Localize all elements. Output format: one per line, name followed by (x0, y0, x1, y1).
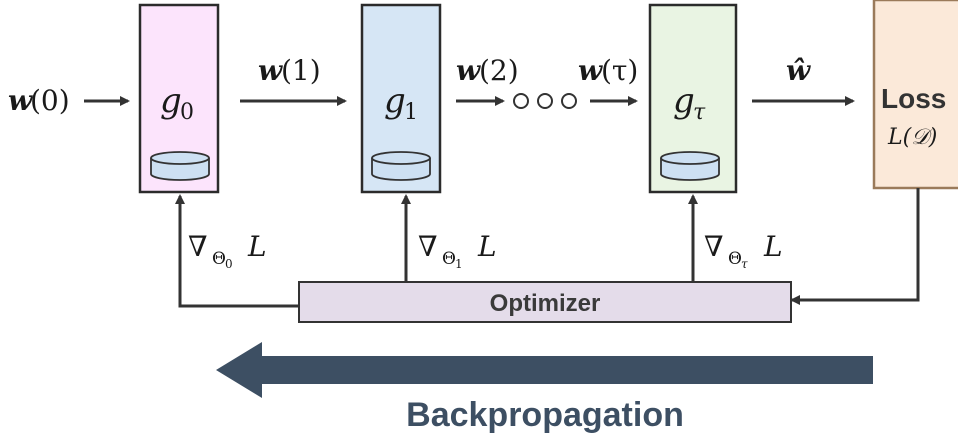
block-gtau-sub: τ (693, 100, 706, 125)
database-icon (150, 151, 210, 181)
svg-text:w: w (456, 54, 481, 87)
svg-text:0: 0 (225, 257, 233, 271)
svg-text:∇: ∇ (704, 230, 724, 263)
database-icon (660, 151, 720, 181)
svg-text:w: w (578, 54, 603, 87)
output-label: ŵ (786, 54, 811, 87)
optimizer-box (298, 281, 792, 323)
loss-to-optimizer-arrow (790, 188, 920, 305)
block-g0-name: g (160, 81, 182, 121)
optimizer-block: Optimizer (298, 281, 792, 323)
svg-text:τ: τ (741, 257, 748, 271)
svg-text:(τ): (τ) (601, 54, 638, 87)
svg-text:L: L (763, 230, 783, 263)
loss-block: Loss L(𝒟) (872, 0, 958, 190)
svg-text:Θ: Θ (728, 249, 742, 269)
input-label: w (0) (8, 84, 70, 117)
database-icon (371, 151, 431, 181)
gradient-label-1: ∇ Θ 1 L (418, 230, 497, 271)
ellipsis-icon (513, 93, 577, 109)
svg-text:(1): (1) (281, 54, 321, 87)
svg-text:(0): (0) (30, 84, 70, 117)
block-g0: g 0 (138, 3, 220, 194)
backprop-label: Backpropagation (406, 396, 684, 434)
svg-text:Θ: Θ (212, 249, 226, 269)
svg-text:Θ: Θ (442, 249, 456, 269)
block-g0-sub: 0 (180, 100, 194, 125)
block-g1: g 1 (360, 3, 442, 194)
edge-label-w2: w (2) (456, 54, 519, 87)
svg-text:L: L (247, 230, 267, 263)
backprop-arrow-icon (216, 342, 873, 398)
loss-title: Loss (881, 83, 946, 114)
loss-formula: L(𝒟) (887, 125, 937, 150)
block-gtau-name: g (673, 81, 695, 121)
optimizer-label: Optimizer (490, 290, 601, 317)
svg-text:∇: ∇ (418, 230, 438, 263)
svg-text:(2): (2) (479, 54, 519, 87)
block-g1-sub: 1 (404, 100, 418, 125)
svg-text:L: L (477, 230, 497, 263)
edge-label-wtau: w (τ) (578, 54, 638, 87)
svg-text:w: w (8, 84, 33, 117)
gradient-label-0: ∇ Θ 0 L (188, 230, 267, 271)
svg-text:w: w (258, 54, 283, 87)
optimizer-to-g0-arrow (175, 194, 299, 308)
svg-text:1: 1 (455, 257, 463, 271)
svg-text:∇: ∇ (188, 230, 208, 263)
edge-label-w1: w (1) (258, 54, 321, 87)
block-g1-name: g (384, 81, 406, 121)
block-gtau: g τ (648, 3, 738, 194)
gradient-label-tau: ∇ Θ τ L (704, 230, 783, 271)
